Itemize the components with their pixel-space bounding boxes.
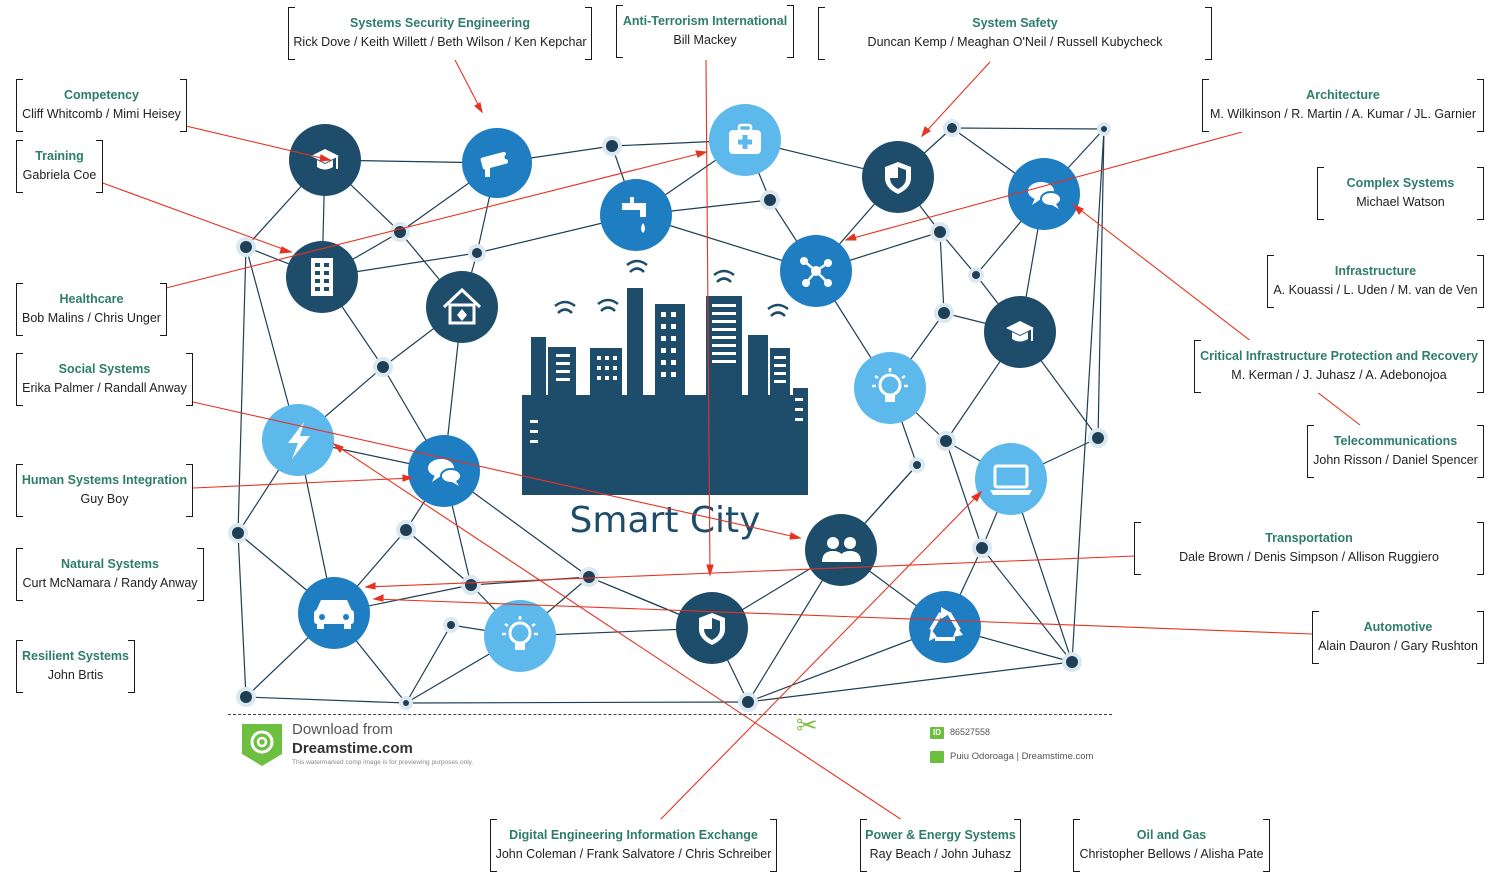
label-title: Architecture [1306,88,1380,102]
graduation-cap-icon [984,296,1056,368]
recycle-icon [909,591,981,663]
label-power-energy: Power & Energy Systems Ray Beach / John … [860,819,1021,872]
label-title: Digital Engineering Information Exchange [509,828,758,842]
label-digital-engineering: Digital Engineering Information Exchange… [490,819,777,872]
label-names: Cliff Whitcomb / Mimi Heisey [22,107,181,121]
label-names: Ray Beach / John Juhasz [869,847,1012,861]
label-title: Telecommunications [1333,434,1458,448]
network-junctions [228,119,1111,712]
label-competency: Competency Cliff Whitcomb / Mimi Heisey [16,79,187,132]
label-natural-systems: Natural Systems Curt McNamara / Randy An… [16,548,204,601]
label-human-systems-integration: Human Systems Integration Guy Boy [16,464,193,517]
label-names: Christopher Bellows / Alisha Pate [1079,847,1264,861]
label-anti-terrorism-international: Anti-Terrorism International Bill Mackey [616,5,794,58]
label-title: Social Systems [58,362,151,376]
label-names: Gabriela Coe [22,168,97,182]
image-credit: Puiu Odoroaga | Dreamstime.com [950,751,1094,762]
label-title: Automotive [1363,620,1433,634]
label-names: John Coleman / Frank Salvatore / Chris S… [495,847,772,861]
lightning-bolt-icon [262,404,334,476]
label-title: Resilient Systems [22,649,129,663]
label-names: A. Kouassi / L. Uden / M. van de Ven [1273,283,1478,297]
label-title: Competency [63,88,140,102]
label-title: Anti-Terrorism International [622,14,788,28]
people-group-icon [805,514,877,586]
chat-bubbles-icon [408,435,480,507]
label-names: Curt McNamara / Randy Anway [22,576,198,590]
label-title: Power & Energy Systems [865,828,1016,842]
label-names: Duncan Kemp / Meaghan O'Neil / Russell K… [867,35,1163,49]
first-aid-kit-icon [709,104,781,176]
dreamstime-logo [242,724,282,766]
diagram-title: Smart City [570,500,761,541]
label-transportation: Transportation Dale Brown / Denis Simpso… [1134,522,1484,575]
label-title: System Safety [972,16,1058,30]
label-names: Guy Boy [80,492,129,506]
label-title: Systems Security Engineering [350,16,530,30]
image-id: 86527558 [950,727,991,737]
label-title: Human Systems Integration [21,473,188,487]
building-icon [286,241,358,313]
id-badge: ID [930,727,944,739]
label-architecture: Architecture M. Wilkinson / R. Martin / … [1202,79,1484,132]
label-systems-security-engineering: Systems Security Engineering Rick Dove /… [288,7,592,60]
dreamstime-link[interactable]: Dreamstime.com [292,740,413,757]
watermark-strip [228,714,1112,777]
label-names: M. Wilkinson / R. Martin / A. Kumar / JL… [1209,107,1477,121]
car-icon [298,577,370,649]
label-system-safety: System Safety Duncan Kemp / Meaghan O'Ne… [818,7,1212,60]
water-tap-icon [600,179,672,251]
chat-bubbles-icon [1008,158,1080,230]
label-title: Transportation [1265,531,1353,545]
label-title: Training [35,149,84,163]
label-title: Natural Systems [61,557,159,571]
label-healthcare: Healthcare Bob Malins / Chris Unger [16,283,167,336]
label-infrastructure: Infrastructure A. Kouassi / L. Uden / M.… [1267,255,1484,308]
label-names: Michael Watson [1356,195,1445,209]
laptop-icon [975,443,1047,515]
label-arrows [99,59,1361,821]
shield-icon [862,141,934,213]
label-critical-infrastructure: Critical Infrastructure Protection and R… [1194,340,1484,393]
network-share-icon [780,235,852,307]
shield-icon [676,592,748,664]
label-names: Rick Dove / Keith Willett / Beth Wilson … [293,35,587,49]
label-automotive: Automotive Alain Dauron / Gary Rushton [1312,611,1484,664]
label-names: Dale Brown / Denis Simpson / Allison Rug… [1179,550,1439,564]
label-title: Critical Infrastructure Protection and R… [1200,349,1478,363]
label-names: M. Kerman / J. Juhasz / A. Adebonojoa [1231,368,1447,382]
security-camera-icon [462,128,532,198]
label-title: Oil and Gas [1136,828,1207,842]
smart-home-icon [426,271,498,343]
label-title: Complex Systems [1346,176,1455,190]
icon-nodes [262,104,1080,672]
light-bulb-gear-icon [484,600,556,672]
credit-icon [930,751,944,763]
light-bulb-icon [854,352,926,424]
label-names: Alain Dauron / Gary Rushton [1318,639,1478,653]
label-title: Healthcare [59,292,124,306]
watermark-notice: This watermarked comp image is for previ… [292,759,474,766]
label-title: Infrastructure [1334,264,1417,278]
label-complex-systems: Complex Systems Michael Watson [1317,167,1484,220]
label-social-systems: Social Systems Erika Palmer / Randall An… [16,353,193,406]
label-oil-gas: Oil and Gas Christopher Bellows / Alisha… [1073,819,1270,872]
download-text: Download from [292,721,393,738]
scissors-icon: ✂ [796,710,818,740]
label-names: Erika Palmer / Randall Anway [22,381,187,395]
label-names: Bill Mackey [673,33,737,47]
label-training: Training Gabriela Coe [16,140,103,193]
label-names: Bob Malins / Chris Unger [22,311,161,325]
label-telecommunications: Telecommunications John Risson / Daniel … [1307,425,1484,478]
label-names: John Risson / Daniel Spencer [1313,453,1478,467]
city-skyline-icon [522,259,808,495]
label-names: John Brtis [47,668,104,682]
label-resilient-systems: Resilient Systems John Brtis [16,640,135,693]
